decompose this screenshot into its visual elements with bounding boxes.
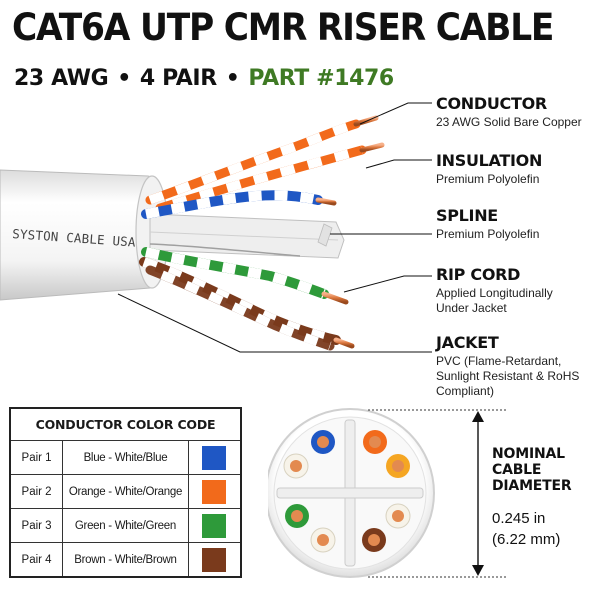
callout-title: CONDUCTOR <box>436 94 547 113</box>
pair-label: Pair 3 <box>9 508 64 543</box>
swatch-cell <box>187 440 242 475</box>
conductor-pair-blue <box>283 430 335 479</box>
copper-conductor <box>321 291 349 305</box>
diameter-inches: 0.245 in <box>492 510 546 527</box>
callout-insulation: INSULATION Premium Polyolefin <box>436 151 542 187</box>
pair-spec: 4 PAIR <box>139 66 217 91</box>
copper-conductor <box>333 337 355 349</box>
awg-spec: 23 AWG <box>14 66 109 91</box>
table-header-row: CONDUCTOR COLOR CODE <box>9 407 242 441</box>
callout-title: JACKET <box>436 333 499 352</box>
callout-description: Premium Polyolefin <box>436 172 540 186</box>
cable-cross-section <box>268 408 508 578</box>
green-pair <box>141 247 349 305</box>
blue-pair <box>141 190 337 219</box>
separator-dot: • <box>117 66 131 91</box>
callout-title: INSULATION <box>436 151 543 170</box>
color-swatch <box>202 479 227 504</box>
callout-description: PVC (Flame-Retardant,Sunlight Resistant … <box>436 354 580 398</box>
callout-title: RIP CORD <box>436 265 521 284</box>
table-header: CONDUCTOR COLOR CODE <box>9 407 242 441</box>
diameter-label: NOMINAL CABLE DIAMETER <box>492 446 572 494</box>
color-swatch <box>202 445 227 470</box>
color-code-table: CONDUCTOR COLOR CODE Pair 1 Blue - White… <box>9 407 242 578</box>
conductor-pair-brown <box>362 503 411 552</box>
table-row: Pair 4 Brown - White/Brown <box>9 542 242 578</box>
callout-jacket: JACKET PVC (Flame-Retardant,Sunlight Res… <box>436 333 579 399</box>
page-title: CAT6A UTP CMR RISER CABLE <box>12 6 554 49</box>
orange-pair <box>145 115 385 213</box>
pair-colors: Green - White/Green <box>62 508 189 543</box>
table-row: Pair 2 Orange - White/Orange <box>9 474 242 509</box>
diameter-guides <box>368 409 508 578</box>
pair-label: Pair 1 <box>9 440 64 475</box>
color-swatch <box>202 547 227 572</box>
color-swatch <box>202 513 227 538</box>
brown-pair <box>139 257 355 351</box>
callout-description: 23 AWG Solid Bare Copper <box>436 115 582 129</box>
callout-leaders <box>117 102 432 353</box>
conductor-pair-green <box>285 504 336 553</box>
conductor-pair-orange <box>363 430 410 478</box>
callout-conductor: CONDUCTOR 23 AWG Solid Bare Copper <box>436 94 582 130</box>
table-row: Pair 3 Green - White/Green <box>9 508 242 543</box>
swatch-cell <box>187 474 242 509</box>
table-row: Pair 1 Blue - White/Blue <box>9 440 242 475</box>
part-number: PART #1476 <box>248 66 394 91</box>
pair-colors: Brown - White/Brown <box>62 542 189 578</box>
pair-label: Pair 4 <box>9 542 64 578</box>
pair-colors: Orange - White/Orange <box>62 474 189 509</box>
copper-conductor <box>315 197 337 206</box>
diameter-mm: (6.22 mm) <box>492 531 561 548</box>
callout-description: Premium Polyolefin <box>436 227 540 241</box>
cable-illustration: SYSTON CABLE USA <box>0 102 432 353</box>
cross-spline <box>276 419 424 567</box>
callout-spline: SPLINE Premium Polyolefin <box>436 206 539 242</box>
diameter-arrow <box>472 411 484 576</box>
swatch-cell <box>187 508 242 543</box>
spec-line: 23 AWG • 4 PAIR • PART #1476 <box>14 66 594 91</box>
swatch-cell <box>187 542 242 578</box>
copper-conductor <box>359 142 385 153</box>
separator-dot: • <box>225 66 240 91</box>
rip-cord <box>149 243 301 257</box>
pair-label: Pair 2 <box>9 474 64 509</box>
callout-title: SPLINE <box>436 206 498 225</box>
pair-colors: Blue - White/Blue <box>62 440 189 475</box>
